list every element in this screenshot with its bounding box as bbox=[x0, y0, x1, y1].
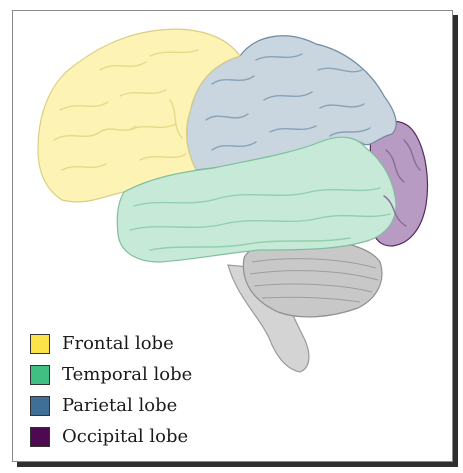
legend-label: Parietal lobe bbox=[62, 395, 177, 416]
legend-swatch bbox=[30, 365, 50, 385]
legend-label: Occipital lobe bbox=[62, 426, 188, 447]
legend-item-frontal: Frontal lobe bbox=[30, 328, 192, 359]
legend-swatch bbox=[30, 396, 50, 416]
legend-item-temporal: Temporal lobe bbox=[30, 359, 192, 390]
legend-swatch bbox=[30, 334, 50, 354]
legend: Frontal lobe Temporal lobe Parietal lobe… bbox=[30, 328, 192, 452]
legend-item-occipital: Occipital lobe bbox=[30, 421, 192, 452]
legend-item-parietal: Parietal lobe bbox=[30, 390, 192, 421]
legend-label: Frontal lobe bbox=[62, 333, 174, 354]
legend-swatch bbox=[30, 427, 50, 447]
legend-label: Temporal lobe bbox=[62, 364, 192, 385]
